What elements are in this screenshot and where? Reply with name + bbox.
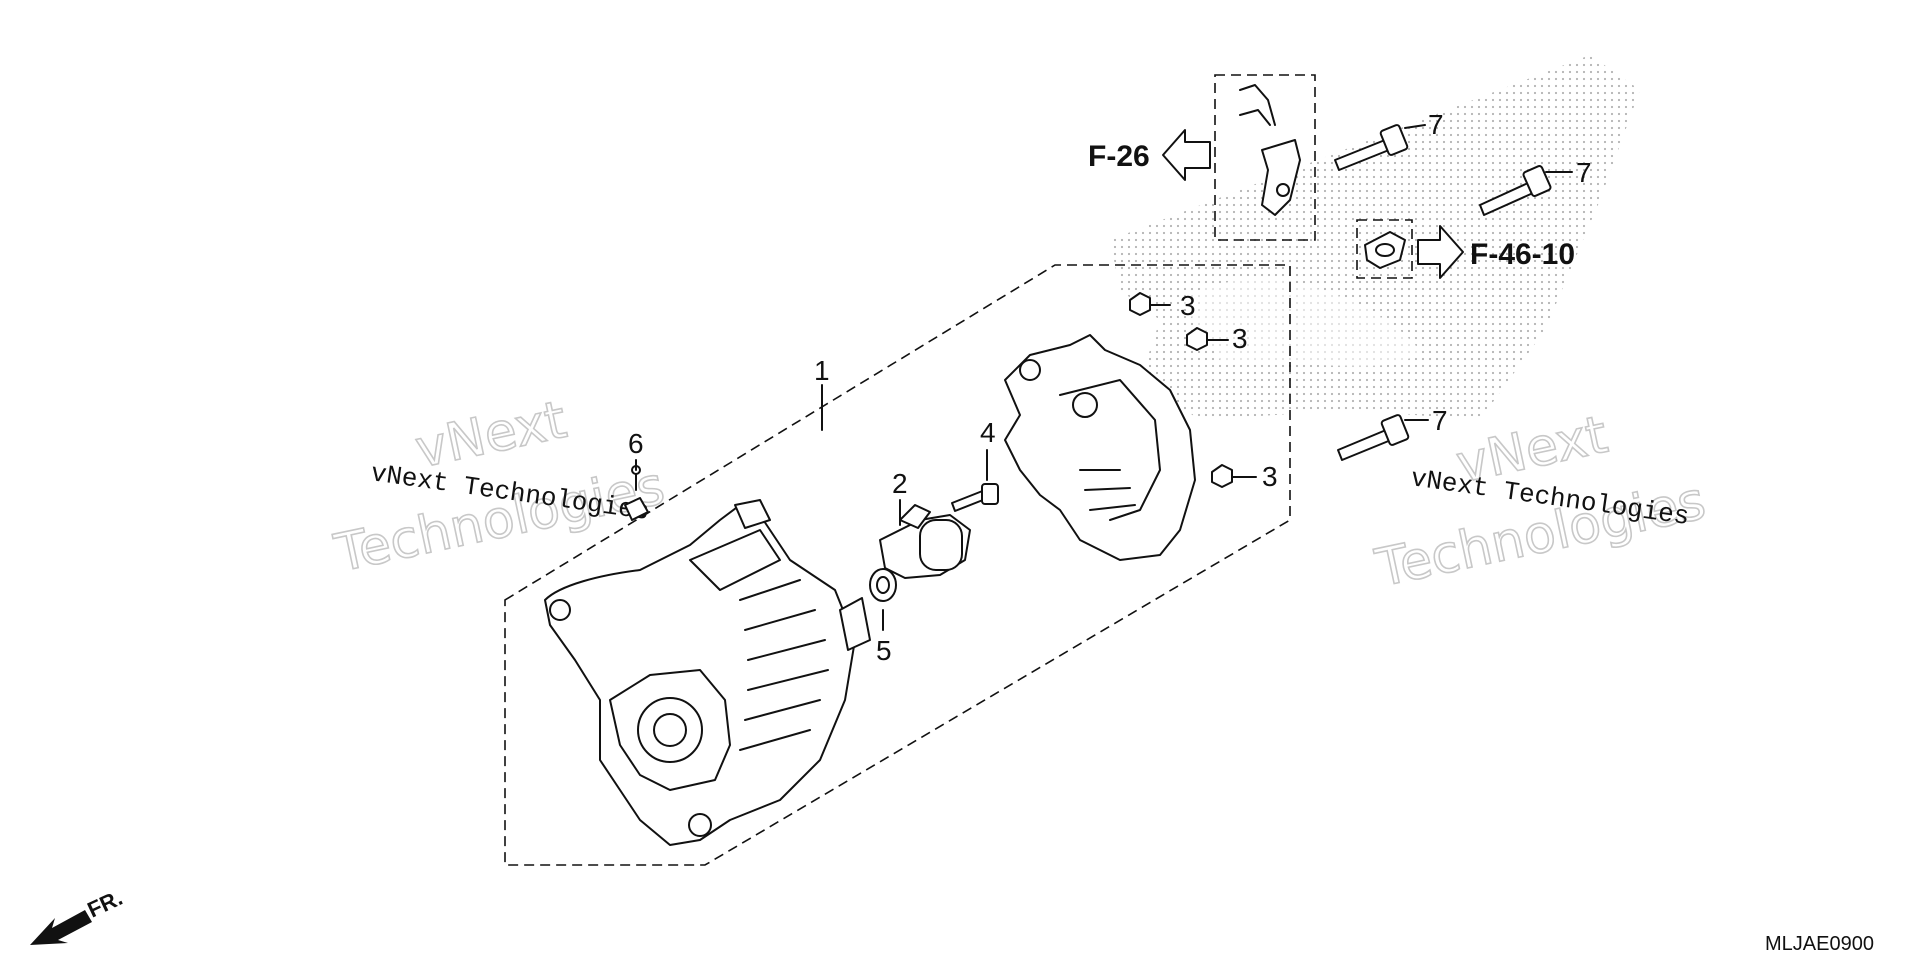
- callout-3c: 3: [1262, 461, 1278, 492]
- diagram-code: MLJAE0900: [1765, 933, 1874, 955]
- front-arrow: [30, 910, 92, 945]
- callout-4: 4: [980, 417, 996, 448]
- washer: [869, 568, 897, 602]
- callout-3a: 3: [1180, 290, 1196, 321]
- harness-bracket: [1239, 84, 1301, 216]
- callout-5: 5: [876, 635, 892, 666]
- rear-cover: [1004, 334, 1196, 561]
- harness-bracket-box: [1214, 74, 1316, 241]
- callout-1: 1: [814, 355, 830, 386]
- ref-arrow-left: [1162, 129, 1211, 181]
- screw: [951, 483, 999, 512]
- callout-3b: 3: [1232, 323, 1248, 354]
- bolt-2: [1479, 165, 1552, 216]
- front-label: FR.: [84, 885, 127, 923]
- callout-7b: 7: [1576, 157, 1592, 188]
- ref-arrow-right: [1417, 225, 1464, 279]
- assembly-boundary: [504, 264, 1291, 866]
- nut-1: [1129, 292, 1151, 316]
- leader-lines: [635, 124, 1573, 631]
- bolt-1: [1334, 124, 1409, 171]
- clamp-box: [1356, 219, 1413, 279]
- ref-label-f26[interactable]: F-26: [1088, 140, 1150, 173]
- ref-label-f4610[interactable]: F-46-10: [1470, 238, 1575, 271]
- callout-7c: 7: [1432, 405, 1448, 436]
- brush-holder: [879, 504, 971, 579]
- callout-6: 6: [628, 428, 644, 459]
- alternator-body: [544, 499, 871, 846]
- clamp: [1364, 231, 1406, 269]
- nut-2: [1186, 327, 1208, 351]
- bolt-3: [1337, 414, 1410, 461]
- terminal-clip: [624, 465, 649, 521]
- dotted-background-logo: [1110, 55, 1640, 420]
- callout-2: 2: [892, 468, 908, 499]
- nut-3: [1211, 464, 1233, 488]
- callout-7a: 7: [1428, 109, 1444, 140]
